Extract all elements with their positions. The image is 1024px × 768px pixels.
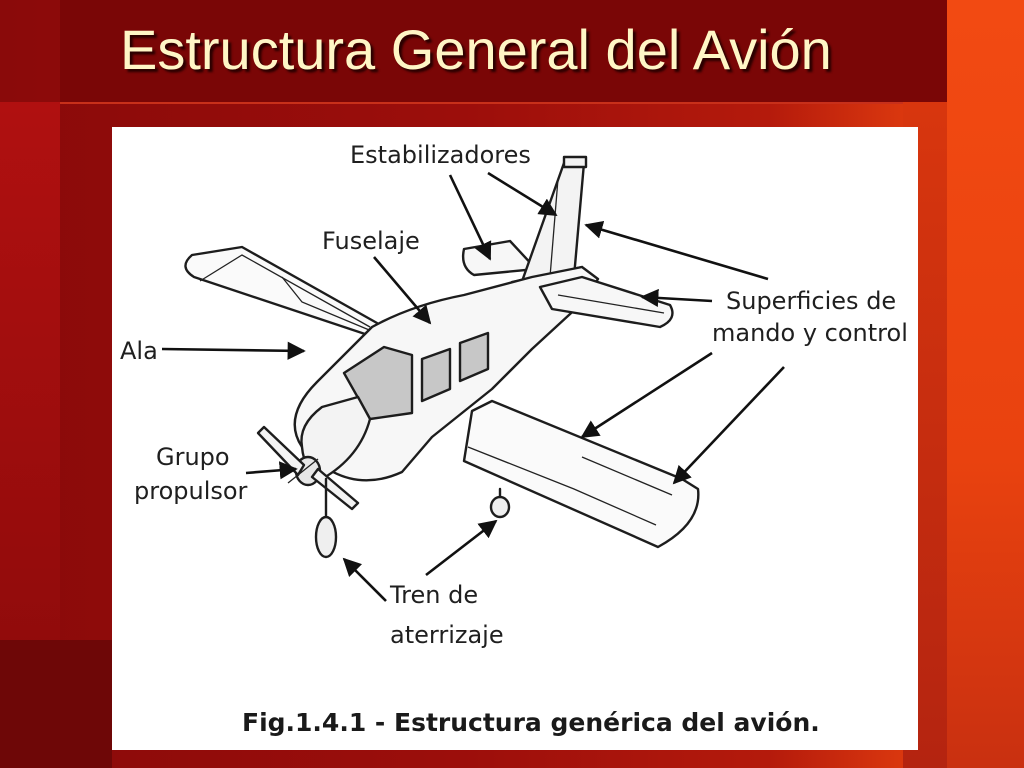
elevator-hinge-line — [557, 294, 665, 314]
label-propulsion-2: propulsor — [134, 477, 248, 505]
label-landing-gear-1: Tren de — [389, 581, 478, 609]
callout-arrows — [161, 171, 785, 602]
arrow-control-rudder — [584, 220, 769, 281]
right-flap-line — [467, 446, 657, 526]
title-band — [60, 0, 947, 102]
airplane-diagram: Estabilizadores Fuselaje Ala Superficies… — [120, 141, 908, 737]
arrow-fuselage — [373, 256, 432, 325]
label-control-surfaces-1: Superficies de — [726, 287, 896, 315]
label-control-surfaces-2: mando y control — [712, 319, 908, 347]
title-underline — [60, 102, 903, 104]
callout-labels: Estabilizadores Fuselaje Ala Superficies… — [120, 141, 908, 649]
right-horizontal-stabilizer — [538, 275, 674, 329]
arrow-wing — [161, 341, 306, 360]
left-wing — [184, 245, 382, 341]
label-propulsion-1: Grupo — [156, 443, 230, 471]
right-wing — [462, 399, 700, 549]
right-aileron-line — [581, 456, 673, 496]
lower-left-block — [0, 640, 112, 768]
rudder-hinge-line — [549, 178, 559, 278]
figure-panel: Estabilizadores Fuselaje Ala Superficies… — [112, 127, 918, 750]
nose-landing-gear — [314, 477, 338, 559]
label-fuselage: Fuselaje — [322, 227, 420, 255]
label-wing: Ala — [120, 337, 158, 365]
arrow-control-flap — [580, 351, 713, 439]
arrow-gear-nose — [342, 557, 387, 602]
right-accent-band — [947, 0, 1024, 768]
airplane-drawing — [184, 155, 700, 559]
label-landing-gear-2: aterrizaje — [390, 621, 504, 649]
figure-caption: Fig.1.4.1 - Estructura genérica del avió… — [242, 708, 820, 737]
side-window-rear — [458, 331, 490, 383]
arrow-control-elevator — [640, 288, 713, 308]
arrow-gear-main — [425, 519, 498, 577]
main-landing-gear — [489, 487, 511, 519]
arrow-propulsion — [245, 461, 298, 480]
slide-title: Estructura General del Avión — [120, 18, 832, 81]
arrow-stabilizer-fin — [487, 171, 558, 217]
arrow-stabilizer-left — [448, 174, 492, 261]
left-aileron-line — [199, 254, 371, 328]
side-window-front — [420, 347, 452, 403]
fin-tip — [562, 155, 588, 169]
left-wing-flap-line — [281, 276, 375, 333]
arrow-control-aileron — [672, 366, 785, 485]
label-stabilizers: Estabilizadores — [350, 141, 531, 169]
